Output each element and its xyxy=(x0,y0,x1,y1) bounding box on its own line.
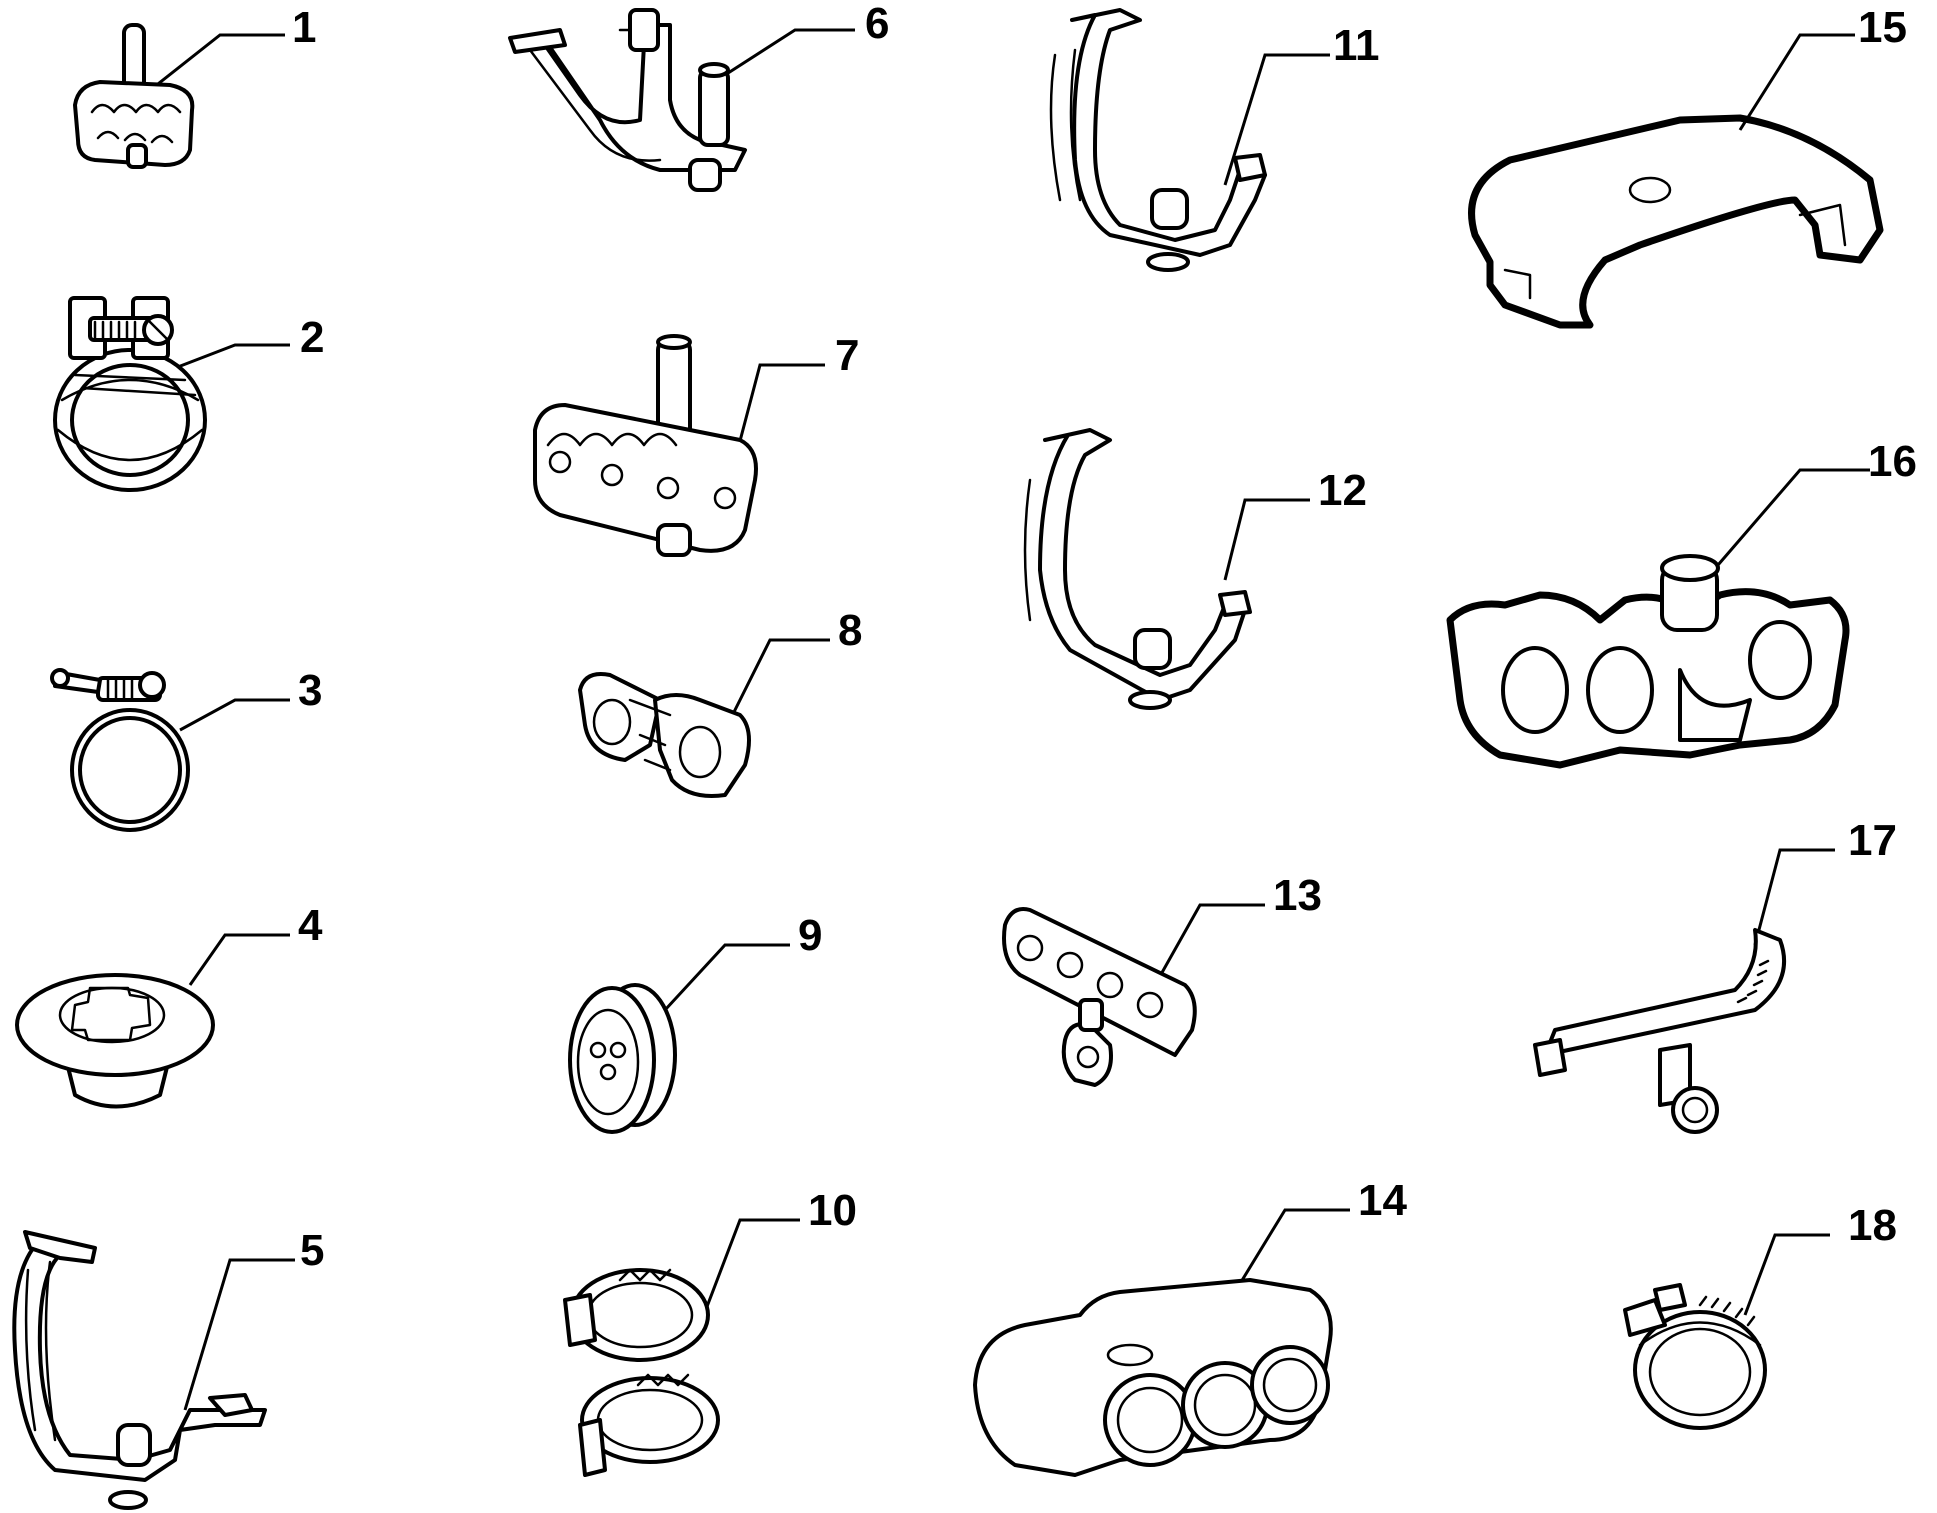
part-11-bracket-clip: 11 xyxy=(1049,8,1380,272)
part-18-spring-hose-clamp: 18 xyxy=(1623,1201,1897,1430)
part-16-multi-pipe-clip: 16 xyxy=(1446,437,1917,769)
part-number-9: 9 xyxy=(798,911,822,960)
part-number-6: 6 xyxy=(865,0,889,48)
part-6-bent-clip: 6 xyxy=(508,0,889,192)
part-8-twin-clip: 8 xyxy=(578,606,862,798)
part-number-7: 7 xyxy=(835,331,859,380)
part-number-12: 12 xyxy=(1318,466,1367,515)
part-17-strap-holder: 17 xyxy=(1533,816,1897,1134)
part-number-18: 18 xyxy=(1848,1201,1897,1250)
part-2-screw-hose-clamp: 2 xyxy=(53,296,324,492)
part-number-5: 5 xyxy=(300,1226,324,1275)
part-4-grommet: 4 xyxy=(15,901,323,1109)
part-12-bracket-clip: 12 xyxy=(1023,428,1367,710)
part-number-15: 15 xyxy=(1858,3,1907,52)
part-5-bracket-clip: 5 xyxy=(12,1226,324,1510)
part-number-14: 14 xyxy=(1358,1176,1407,1225)
part-number-17: 17 xyxy=(1848,816,1897,865)
part-14-block-clip: 14 xyxy=(973,1176,1407,1477)
part-number-2: 2 xyxy=(300,313,324,362)
part-3-worm-hose-clamp: 3 xyxy=(50,666,322,832)
part-1-pipe-clip: 1 xyxy=(73,3,316,169)
part-number-4: 4 xyxy=(298,901,323,950)
part-number-16: 16 xyxy=(1868,437,1917,486)
part-number-11: 11 xyxy=(1333,21,1380,70)
part-number-13: 13 xyxy=(1273,871,1322,920)
part-10-double-spring-clip: 10 xyxy=(563,1186,857,1477)
part-7-triple-pipe-clip: 7 xyxy=(533,331,859,557)
part-9-round-grommet: 9 xyxy=(568,911,822,1134)
part-number-3: 3 xyxy=(298,666,322,715)
part-number-1: 1 xyxy=(292,3,316,52)
part-13-multi-pipe-clip: 13 xyxy=(1002,871,1322,1087)
part-15-saddle-bracket: 15 xyxy=(1468,3,1907,329)
part-number-8: 8 xyxy=(838,606,862,655)
part-number-10: 10 xyxy=(808,1186,857,1235)
